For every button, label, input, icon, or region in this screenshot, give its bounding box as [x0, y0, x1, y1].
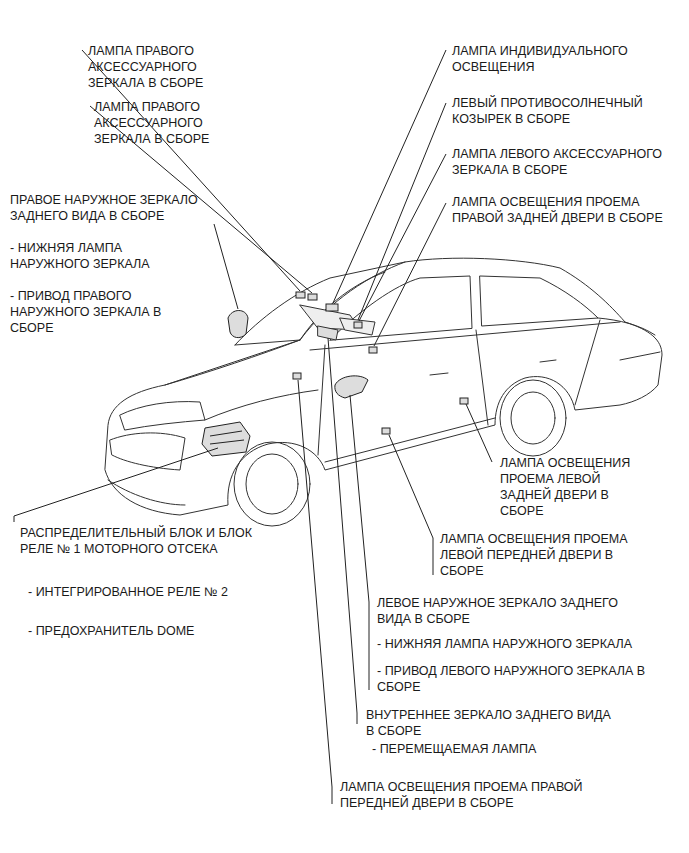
part-label: ЛЕВОЕ НАРУЖНОЕ ЗЕРКАЛО ЗАДНЕГО ВИДА В СБ…	[377, 595, 642, 627]
personal-lamp	[326, 304, 338, 311]
leader-line	[358, 103, 446, 320]
leader-line	[350, 395, 369, 690]
rear-wheel	[500, 380, 566, 456]
part-label: РАСПРЕДЕЛИТЕЛЬНЫЙ БЛОК И БЛОК РЕЛЕ № 1 М…	[20, 525, 265, 557]
relay-block-detail	[210, 431, 244, 444]
part-label: ЛАМПА ОСВЕЩЕНИЯ ПРОЕМА ПРАВОЙ ПЕРЕДНЕЙ Д…	[340, 779, 625, 811]
accessory-mirror-lamp	[354, 322, 362, 328]
bumper	[108, 480, 185, 505]
part-label: ЛАМПА ОСВЕЩЕНИЯ ПРОЕМА ПРАВОЙ ЗАДНЕЙ ДВЕ…	[452, 194, 680, 226]
leader-line	[298, 380, 332, 804]
grille	[110, 433, 185, 470]
leader-line	[466, 404, 492, 462]
sub-part-label: - ПРИВОД ЛЕВОГО НАРУЖНОГО ЗЕРКАЛА В СБОР…	[377, 663, 667, 695]
right-outer-mirror	[228, 311, 248, 338]
sub-part-label: - ПЕРЕМЕЩАЕМАЯ ЛАМПА	[372, 741, 592, 757]
hood-line	[165, 340, 300, 385]
windshield	[235, 262, 405, 345]
part-label: ЛАМПА ПРАВОГО АКСЕССУАРНОГО ЗЕРКАЛА В СБ…	[88, 43, 220, 91]
part-label: ПРАВОЕ НАРУЖНОЕ ЗЕРКАЛО ЗАДНЕГО ВИДА В С…	[10, 192, 210, 224]
door-handle	[430, 360, 556, 375]
left-outer-mirror	[335, 376, 368, 398]
door-courtesy-lamp	[293, 373, 301, 379]
side-window	[480, 276, 598, 326]
part-label: ЛАМПА ОСВЕЩЕНИЯ ПРОЕМА ЛЕВОЙ ЗАДНЕЙ ДВЕР…	[500, 455, 652, 519]
door-courtesy-lamp	[369, 347, 377, 353]
trunk	[598, 318, 660, 360]
accessory-mirror-lamp	[296, 292, 305, 298]
door-line	[318, 320, 600, 455]
accessory-mirror-lamp	[308, 294, 317, 300]
leader-line	[359, 154, 446, 321]
side-window	[330, 276, 472, 340]
leader-line	[333, 50, 446, 303]
part-label: ЛАМПА ИНДИВИДУАЛЬНОГО ОСВЕЩЕНИЯ	[452, 43, 642, 75]
part-label: ВНУТРЕННЕЕ ЗЕРКАЛО ЗАДНЕГО ВИДА В СБОРЕ	[366, 707, 611, 739]
front-wheel	[234, 442, 310, 526]
sub-part-label: - ПРИВОД ПРАВОГО НАРУЖНОГО ЗЕРКАЛА В СБО…	[10, 288, 195, 336]
part-label: ЛАМПА ПРАВОГО АКСЕССУАРНОГО ЗЕРКАЛА В СБ…	[94, 99, 226, 147]
leader-line	[14, 448, 218, 522]
leader-line	[214, 224, 238, 309]
door-courtesy-lamp	[460, 398, 468, 404]
leader-line	[328, 338, 357, 724]
rear-wheel	[511, 392, 555, 444]
sub-part-label: - НИЖНЯЯ ЛАМПА НАРУЖНОГО ЗЕРКАЛА	[377, 636, 682, 652]
front-wheel	[246, 454, 298, 514]
part-label: ЛАМПА ОСВЕЩЕНИЯ ПРОЕМА ЛЕВОЙ ПЕРЕДНЕЙ ДВ…	[440, 531, 635, 579]
inner-mirror	[318, 326, 338, 340]
sub-part-label: - ПРЕДОХРАНИТЕЛЬ DOME	[28, 623, 258, 639]
leader-line	[389, 435, 433, 575]
sun-visor	[340, 318, 375, 335]
sub-part-label: - ИНТЕГРИРОВАННОЕ РЕЛЕ № 2	[28, 584, 228, 600]
part-label: ЛЕВЫЙ ПРОТИВОСОЛНЕЧНЫЙ КОЗЫРЕК В СБОРЕ	[452, 95, 677, 127]
rocker	[325, 418, 495, 462]
belt-line	[310, 322, 620, 350]
headlight	[120, 402, 205, 430]
door-courtesy-lamp	[382, 428, 390, 434]
leader-line	[374, 203, 446, 346]
part-label: ЛАМПА ЛЕВОГО АКСЕССУАРНОГО ЗЕРКАЛА В СБО…	[452, 146, 684, 178]
sub-part-label: - НИЖНЯЯ ЛАМПА НАРУЖНОГО ЗЕРКАЛА	[10, 240, 190, 272]
